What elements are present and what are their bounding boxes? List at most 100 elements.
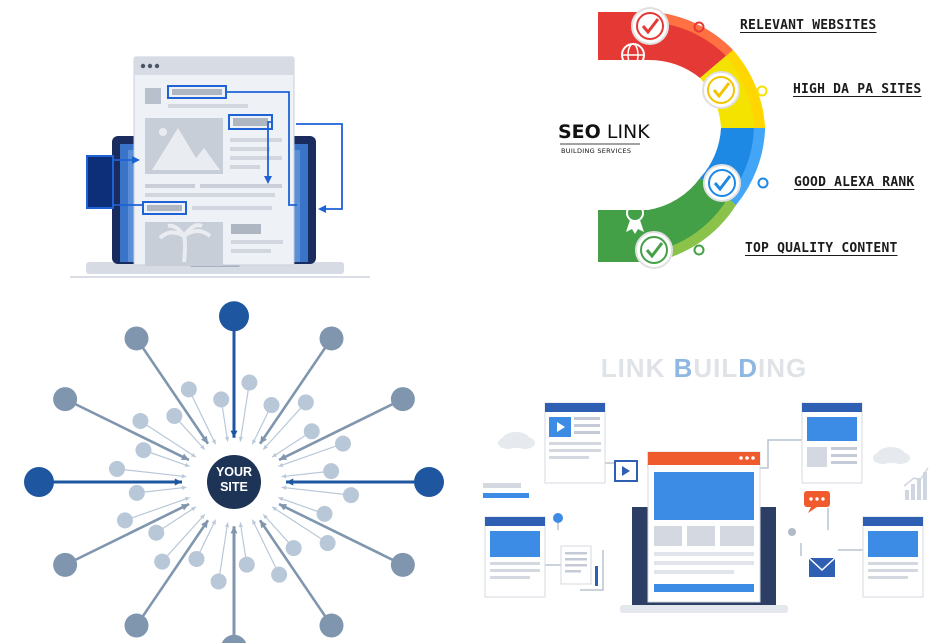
hub-node xyxy=(53,387,78,412)
arrow-head-icon xyxy=(190,506,196,512)
window-bottom-left xyxy=(484,516,546,598)
arrow-head-icon xyxy=(252,439,257,445)
hub-node xyxy=(128,484,145,501)
arrow-head-icon xyxy=(200,514,205,520)
your-site-label: YOUR SITE xyxy=(215,465,253,494)
hub-svg xyxy=(24,301,444,643)
hub-node xyxy=(271,566,288,583)
hub-spoke xyxy=(258,337,333,445)
arrow-head-icon xyxy=(252,519,257,525)
main-browser-window xyxy=(620,451,788,613)
arrow-head-icon xyxy=(180,453,189,460)
hub-node xyxy=(238,556,255,573)
hub-node xyxy=(180,381,197,398)
arrow-head-icon xyxy=(272,506,278,512)
hub-node xyxy=(219,301,249,332)
linked-block-3 xyxy=(142,201,187,215)
laptop-illustration-svg xyxy=(70,56,370,278)
arrow-head-icon xyxy=(279,504,288,511)
hub-node xyxy=(390,387,415,412)
arrow-head-icon xyxy=(200,444,205,450)
hub-spoke xyxy=(281,486,352,496)
play-icon xyxy=(557,422,565,432)
checkmark-icon xyxy=(703,164,741,202)
arrow-head-icon xyxy=(230,526,238,534)
arrow-head-icon xyxy=(260,435,267,444)
hub-node xyxy=(124,613,149,638)
hub-node xyxy=(188,550,205,567)
hub-node xyxy=(319,613,344,638)
hub-node xyxy=(124,326,149,351)
arrow-head-icon xyxy=(224,436,230,442)
hub-spoke xyxy=(140,420,197,458)
chat-icon xyxy=(804,491,830,513)
feature-label-1: RELEVANT WEBSITES xyxy=(740,18,877,33)
arrow-head-icon xyxy=(238,436,244,442)
arrow-head-icon xyxy=(272,452,278,458)
window-bottom-right xyxy=(862,516,924,598)
cloud-icon xyxy=(873,447,910,464)
arrow-head-icon xyxy=(224,522,230,528)
hub-node xyxy=(241,374,258,391)
hub-spoke xyxy=(278,443,344,467)
hub-spoke xyxy=(251,519,280,575)
hub-spoke xyxy=(258,519,333,627)
link-building-title: LINK BUILDING xyxy=(600,353,808,383)
hub-spoke xyxy=(136,486,187,494)
window-dot-icon xyxy=(140,63,146,69)
hub-node xyxy=(335,435,352,452)
arrow-head-icon xyxy=(263,444,268,450)
hub-spoke xyxy=(143,449,190,467)
arrow-head-icon xyxy=(279,453,288,460)
hub-node xyxy=(319,535,336,552)
arrow-head-icon xyxy=(278,462,284,467)
hub-spoke xyxy=(278,497,325,515)
map-pin-icon xyxy=(553,513,563,523)
arrow-head-icon xyxy=(181,474,187,479)
hub-node xyxy=(319,326,344,351)
hub-spoke xyxy=(116,468,187,478)
hub-node xyxy=(135,442,152,459)
cloud-icon xyxy=(498,432,535,449)
window-top-right xyxy=(801,402,863,484)
hub-node xyxy=(221,634,247,643)
play-icon xyxy=(614,460,638,482)
arrow-head-icon xyxy=(211,519,216,525)
hub-node xyxy=(24,467,54,497)
arrow-head-icon xyxy=(184,462,190,467)
hub-node xyxy=(154,553,171,570)
hub-node xyxy=(210,573,227,590)
arrow-head-icon xyxy=(278,497,284,502)
hub-spoke xyxy=(218,522,229,582)
hub-node xyxy=(109,460,126,477)
hub-spoke xyxy=(239,382,250,442)
arrow-head-icon xyxy=(181,485,187,490)
envelope-icon xyxy=(808,557,836,577)
hub-node xyxy=(414,467,444,497)
feature-label-2: HIGH DA PA SITES xyxy=(793,82,922,97)
hub-spoke xyxy=(135,337,210,445)
hub-spoke xyxy=(161,513,206,562)
arrow-head-icon xyxy=(190,452,196,458)
arrow-head-icon xyxy=(184,497,190,502)
hub-spoke xyxy=(124,497,190,521)
hub-spoke xyxy=(271,506,328,544)
seo-heading: SEO LINK xyxy=(558,121,650,143)
checkmark-icon xyxy=(702,71,740,109)
seo-subheading: BUILDING SERVICES xyxy=(561,147,632,155)
hub-node xyxy=(297,394,314,411)
trend-chart-icon xyxy=(674,158,698,182)
hub-node xyxy=(148,524,165,541)
your-site-hub-graphic: YOUR SITE xyxy=(0,300,468,643)
hub-node xyxy=(263,397,280,414)
map-pin-icon xyxy=(788,528,796,536)
hub-node xyxy=(53,552,78,577)
arrow-head-icon xyxy=(211,439,216,445)
window-top-left xyxy=(544,402,606,484)
hub-spoke xyxy=(64,502,190,567)
hub-node xyxy=(303,423,320,440)
hub-node xyxy=(166,407,183,424)
network-svg xyxy=(483,402,929,613)
hub-spoke xyxy=(278,397,404,462)
hub-spoke xyxy=(262,402,307,451)
